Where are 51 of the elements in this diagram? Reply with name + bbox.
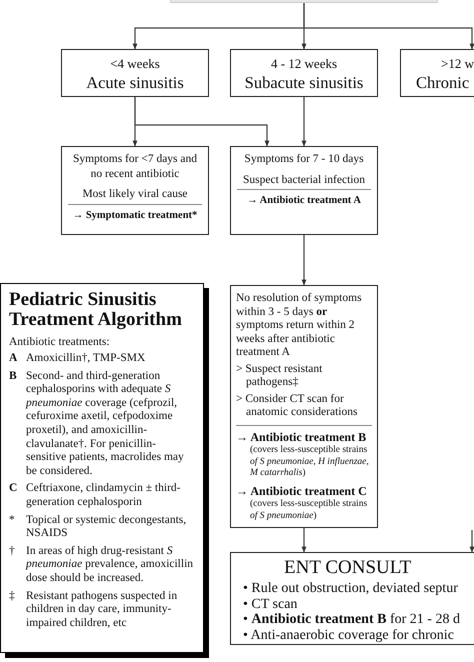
consult-title: ENT CONSULT xyxy=(283,557,412,579)
treatment-text: → Antibiotic treatment C xyxy=(236,484,368,498)
duration-text: 4 - 12 weeks xyxy=(270,56,338,72)
list-marker: C xyxy=(9,482,18,496)
treatment-text: → Antibiotic treatment B xyxy=(236,424,372,444)
list-marker: * xyxy=(9,514,16,528)
coverage-note: (covers less-susceptible strains of S pneumoniae) xyxy=(249,499,368,522)
stage-box xyxy=(230,49,378,97)
stage-title: Chronic xyxy=(415,73,470,93)
panel-title: Pediatric Sinusitis Treatment Algorithm xyxy=(9,290,183,330)
list-text: Second- and third-generation cephalosporins with adequate S pneumoniae coverage (cefprozil, cefuroxime axetil, cefpodoxime proxetil), and amoxicillin-clavulanate†. For penicillin-sensitive patients, macrolides may be considered. xyxy=(26,370,185,478)
bullet-text: • Rule out obstruction, deviated septur xyxy=(243,581,459,596)
arrow xyxy=(134,97,270,147)
arrow xyxy=(470,530,474,553)
list-text: Ceftriaxone, clindamycin ± third-generation cephalosporin xyxy=(26,482,182,510)
coverage-note: (covers less-susceptible strains of S pneumoniae, H influenzae, M catarrhalis) xyxy=(249,445,370,480)
treatment-text: → Symptomatic treatment* xyxy=(68,204,202,223)
symptom-text: Symptoms for 7 - 10 days xyxy=(243,152,365,166)
stage-title: Subacute sinusitis xyxy=(244,73,364,93)
arrow xyxy=(303,3,474,50)
duration-text: >12 w xyxy=(440,56,474,72)
panel-subtitle: Antibiotic treatments: xyxy=(9,336,111,348)
list-marker: A xyxy=(9,352,18,366)
list-text: Amoxicillin†, TMP-SMX xyxy=(26,352,146,366)
note-text: > Suspect resistant pathogens‡ xyxy=(236,362,324,390)
stage-box xyxy=(61,49,209,97)
arrow xyxy=(302,528,306,553)
process-box xyxy=(230,285,378,528)
consult-box xyxy=(230,552,474,645)
bullet-text: • CT scan xyxy=(243,596,298,612)
symptom-text: Symptoms for <7 days and no recent antibiotic xyxy=(72,152,198,181)
stage-title: Acute sinusitis xyxy=(85,73,185,93)
duration-text: <4 weeks xyxy=(109,56,161,72)
list-marker: ‡ xyxy=(9,590,16,604)
cause-text: Most likely viral cause xyxy=(81,187,189,202)
cause-text: Suspect bacterial infection xyxy=(242,172,366,187)
treatment-text: → Antibiotic treatment A xyxy=(237,189,371,208)
symptom-box xyxy=(230,146,378,235)
symptom-box xyxy=(61,146,209,235)
list-text: In areas of high drug-resistant S pneumoniae prevalence, amoxicillin dose should be increased. xyxy=(26,544,194,586)
bullet-text: • Anti-anaerobic coverage for chronic xyxy=(243,628,455,643)
list-marker: † xyxy=(9,544,16,559)
stage-box xyxy=(400,49,474,97)
list-text: Topical or systemic decongestants, NSAIDS xyxy=(26,514,188,541)
bullet-text: • Antibiotic treatment B for 21 - 28 d xyxy=(243,612,461,628)
list-text: Resistant pathogens suspected in children in day care, immunity-impaired children, etc xyxy=(26,590,178,630)
condition-text: No resolution of symptoms within 3 - 5 days or symptoms return within 2 weeks after antibiotic treatment A xyxy=(236,292,363,360)
note-text: > Consider CT scan for anatomic considerations xyxy=(236,392,358,420)
arrow xyxy=(302,235,306,286)
arrow xyxy=(302,97,306,147)
list-marker: B xyxy=(9,370,18,384)
